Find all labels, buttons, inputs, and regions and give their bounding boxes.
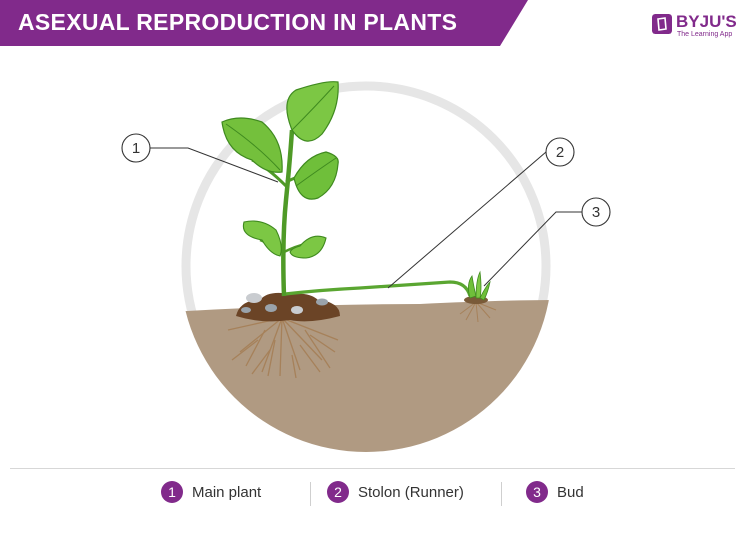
legend-separator: [310, 482, 311, 506]
callout-number-2: 2: [556, 144, 564, 161]
title-banner: [0, 0, 528, 46]
pebble: [291, 306, 303, 314]
legend-number-badge: 2: [327, 481, 349, 503]
legend-item-main-plant: 1 Main plant: [161, 480, 261, 504]
callout-line-2: [387, 151, 547, 289]
callout-number-3: 3: [592, 204, 600, 221]
leaf: [293, 151, 339, 200]
brand-tagline: The Learning App: [677, 31, 733, 38]
legend-number-badge: 3: [526, 481, 548, 503]
callout-line-1: [150, 147, 279, 183]
leaf: [221, 117, 283, 173]
legend-item-stolon: 2 Stolon (Runner): [327, 480, 464, 504]
soil: [180, 300, 552, 452]
leaf: [289, 235, 327, 259]
footer-divider: [10, 468, 735, 469]
stolon-runner: [284, 280, 472, 297]
callout-number-1: 1: [132, 140, 140, 157]
leaf: [286, 81, 339, 142]
soil-mound: [236, 292, 340, 322]
callout-circle-2: [545, 137, 575, 167]
main-plant-roots: [227, 317, 339, 379]
pebble: [241, 307, 251, 313]
leaf: [242, 220, 282, 257]
byjus-logo-icon: [652, 14, 672, 34]
callout-circle-3: [581, 197, 611, 227]
legend-label: Main plant: [192, 483, 262, 501]
pebble: [316, 298, 328, 306]
bud: [464, 270, 491, 304]
plant-diagram: 1 2 3: [121, 81, 611, 452]
legend-label: Stolon (Runner): [358, 483, 464, 501]
pebble: [246, 293, 262, 303]
legend-number-badge: 1: [161, 481, 183, 503]
callout-circle-1: [121, 133, 151, 163]
legend-item-bud: 3 Bud: [526, 480, 584, 504]
main-plant-stem: [281, 129, 295, 297]
legend-separator: [501, 482, 502, 506]
callout-line-3: [483, 211, 582, 287]
legend-label: Bud: [557, 483, 584, 501]
pebble: [265, 304, 277, 312]
page-title: ASEXUAL REPRODUCTION IN PLANTS: [18, 9, 458, 35]
brand-name: BYJU'S: [676, 12, 737, 31]
